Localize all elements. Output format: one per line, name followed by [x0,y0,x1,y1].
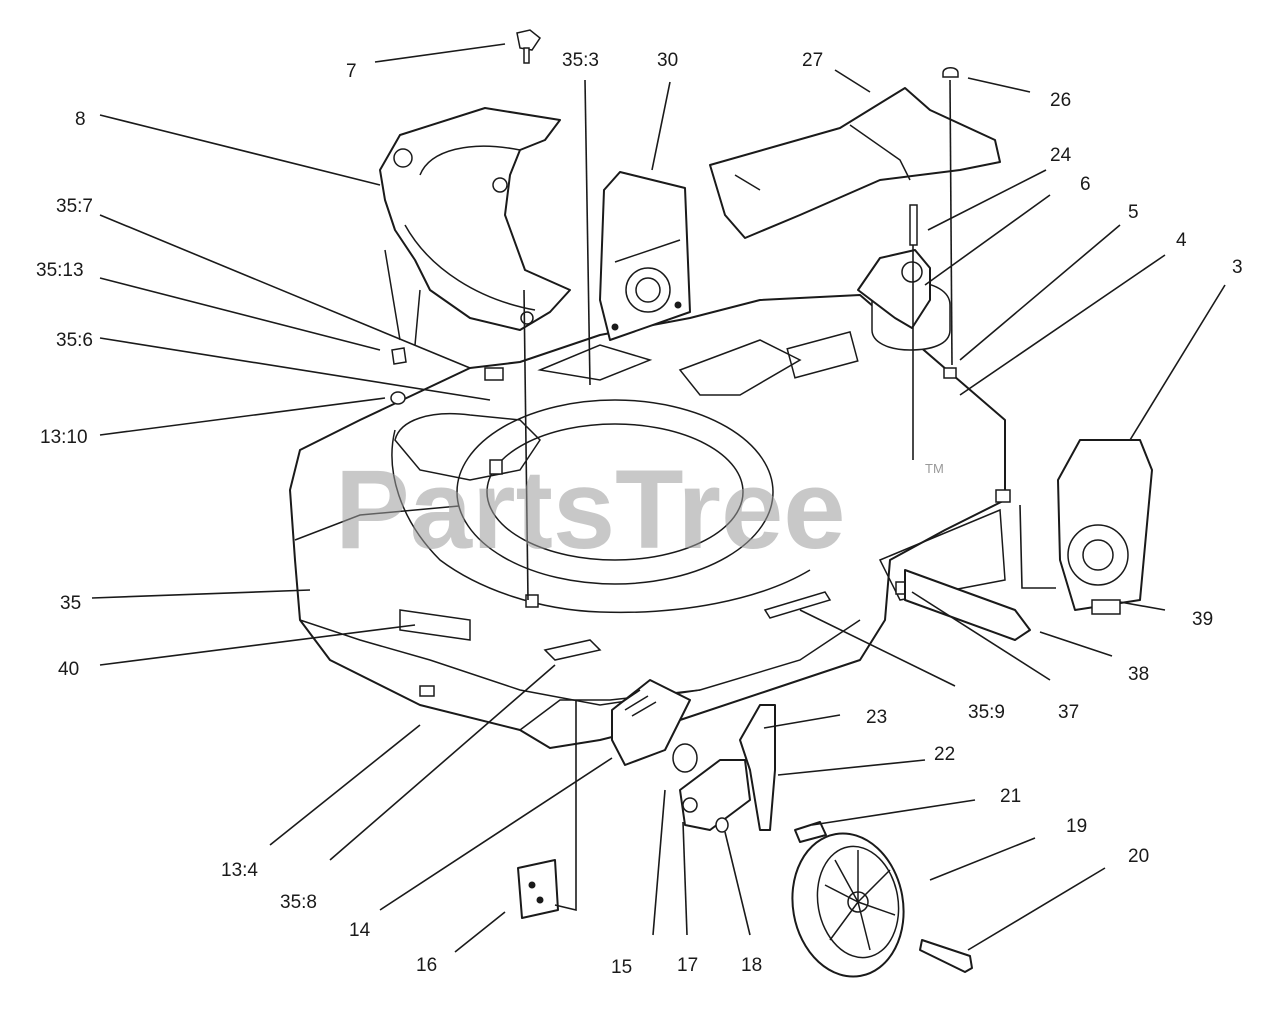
partstree-watermark: PartsTree TM [335,447,944,572]
callout-13-10: 13:10 [40,427,88,448]
callout-15: 15 [611,957,632,978]
callout-17: 17 [677,955,698,976]
callout-5: 5 [1128,202,1139,223]
callout-7: 7 [346,61,357,82]
assembly-lines [523,79,1056,912]
callout-35-6: 35:6 [56,330,93,351]
callout-14: 14 [349,920,371,941]
callout-6: 6 [1080,174,1091,195]
callout-24: 24 [1050,145,1072,166]
discharge-chute [379,107,571,346]
callout-26: 26 [1050,90,1071,111]
watermark-text: PartsTree [335,447,846,572]
callout-13-4: 13:4 [221,860,258,881]
leader-lines [91,43,1226,953]
callout-40: 40 [58,659,79,680]
mower-deck-housing [289,281,1031,749]
callout-35: 35 [60,593,81,614]
callout-8: 8 [75,109,86,130]
callout-22: 22 [934,744,955,765]
callout-23: 23 [866,707,887,728]
callout-19: 19 [1066,816,1087,837]
callout-27: 27 [802,50,823,71]
callout-16: 16 [416,955,437,976]
side-plate [1057,439,1153,615]
rear-cover [709,87,1001,239]
small-hardware [390,29,959,697]
hanger-bracket [904,569,1031,641]
callout-39: 39 [1192,609,1213,630]
callout-38: 38 [1128,664,1149,685]
callout-30: 30 [657,50,678,71]
watermark-trademark: TM [925,461,944,476]
callout-35-9: 35:9 [968,702,1005,723]
callout-37: 37 [1058,702,1079,723]
callout-18: 18 [741,955,762,976]
rear-bracket [599,171,691,341]
callout-35-7: 35:7 [56,196,93,217]
mount-plate [517,859,559,919]
callout-3: 3 [1232,257,1243,278]
mount-bracket [857,204,931,329]
callout-21: 21 [1000,786,1021,807]
callout-35-3: 35:3 [562,50,599,71]
callout-35-8: 35:8 [280,892,317,913]
callout-35-13: 35:13 [36,260,84,281]
callout-labels: 7 35:3 30 27 26 8 24 6 35:7 5 4 3 35:13 … [36,50,1243,978]
height-adjuster [611,679,827,843]
callout-4: 4 [1176,230,1187,251]
wheel [791,832,973,978]
callout-20: 20 [1128,846,1149,867]
